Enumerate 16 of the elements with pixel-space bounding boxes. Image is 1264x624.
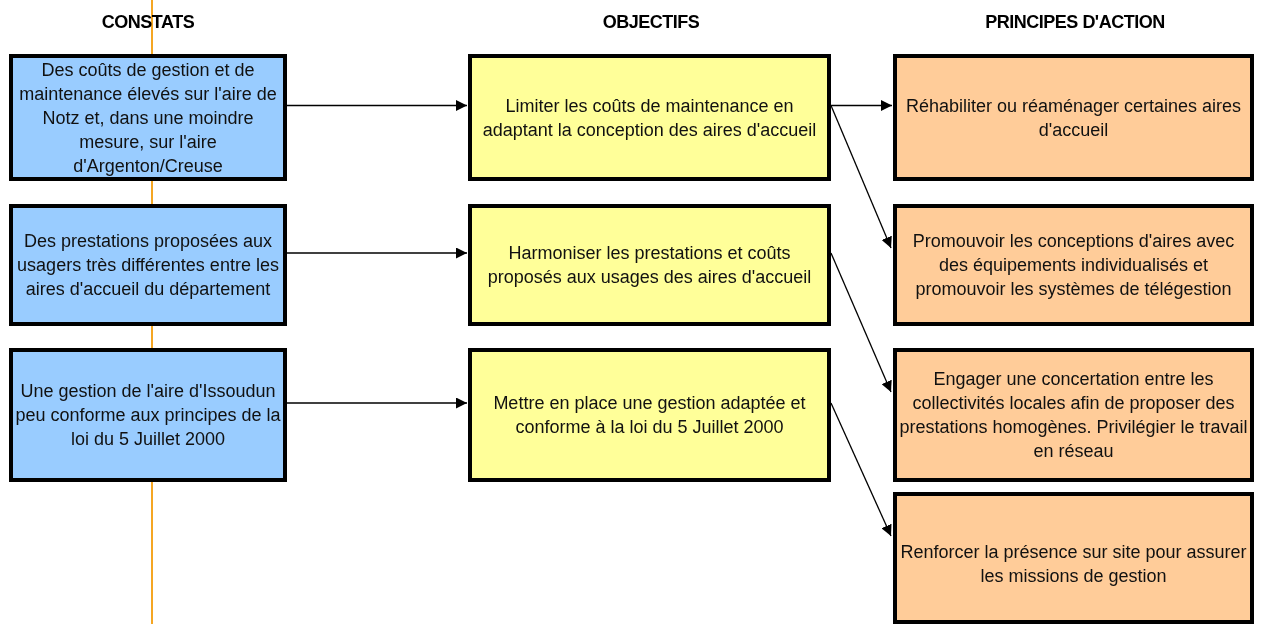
text-box: Des coûts de gestion et de maintenance élevés sur l'aire de Notz et, dans une moindre mesure, sur l'aire d'Argenton/Creuse: [9, 54, 287, 181]
text-box: Mettre en place une gestion adaptée et conforme à la loi du 5 Juillet 2000: [468, 348, 831, 482]
arrow: [830, 100, 893, 111]
text-box: Une gestion de l'aire d'Issoudun peu conforme aux principes de la loi du 5 Juillet 2000: [9, 348, 287, 482]
arrow: [286, 100, 468, 111]
text-box: Promouvoir les conceptions d'aires avec des équipements individualisés et promouvoir les systèmes de télégestion: [893, 204, 1254, 326]
text-box: Engager une concertation entre les collectivités locales afin de proposer des prestations homogènes. Privilégier le travail en réseau: [893, 348, 1254, 482]
text-box: Harmoniser les prestations et coûts proposés aux usages des aires d'accueil: [468, 204, 831, 326]
column-heading: PRINCIPES D'ACTION: [985, 12, 1165, 33]
column-heading: OBJECTIFS: [602, 12, 700, 33]
text-box: Renforcer la présence sur site pour assurer les missions de gestion: [893, 492, 1254, 624]
text-box: Réhabiliter ou réaménager certaines aires d'accueil: [893, 54, 1254, 181]
text-box: Des prestations proposées aux usagers très différentes entre les aires d'accueil du département: [9, 204, 287, 326]
arrow: [286, 397, 468, 409]
text-box: Limiter les coûts de maintenance en adaptant la conception des aires d'accueil: [468, 54, 831, 181]
arrow: [286, 247, 468, 259]
